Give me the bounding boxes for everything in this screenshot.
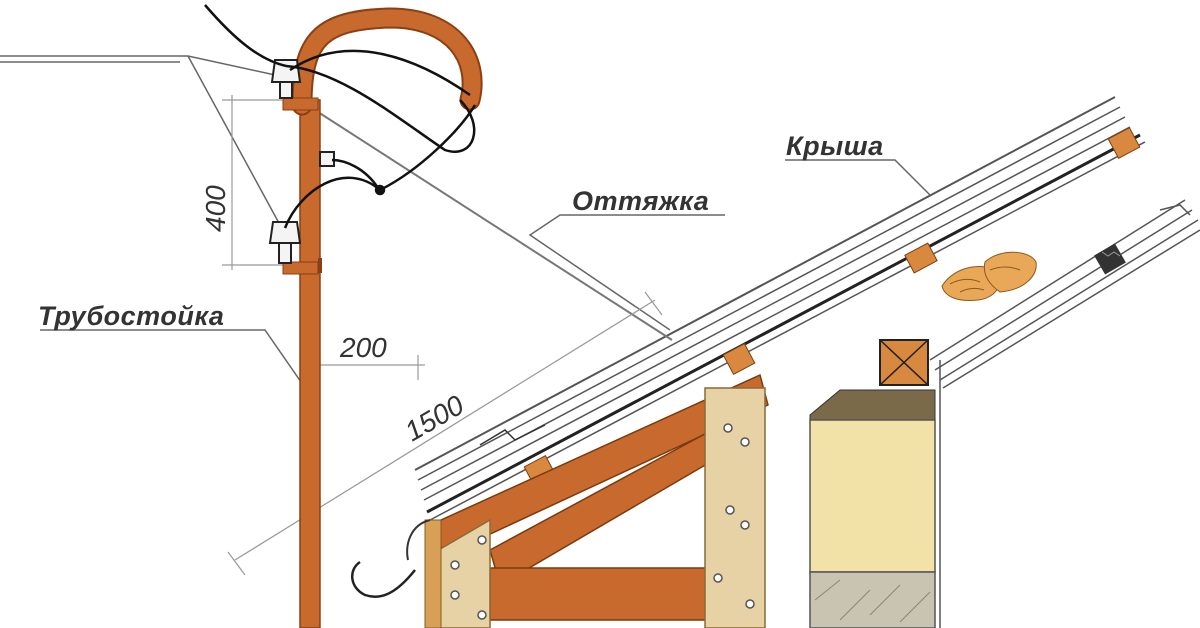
pipe-height-dimension: 1500: [400, 389, 470, 447]
roof-slope-right: [929, 199, 1200, 389]
roof-label: Крыша: [786, 131, 884, 161]
ridge-filler: [1094, 243, 1126, 275]
pipe-post-label: Трубостойка: [38, 301, 224, 331]
insulator-spacing-dimension: 400: [200, 185, 231, 232]
pipe-post: [282, 7, 483, 628]
rafter-structure: [351, 373, 769, 628]
insulation: [941, 251, 1037, 301]
guy-wire: [317, 111, 673, 341]
roof-slope: [414, 96, 1146, 521]
leader-lines: [0, 55, 931, 396]
pipe-offset-dimension: 200: [339, 332, 387, 363]
wall-section: [809, 339, 941, 628]
service-wires: [204, 4, 477, 229]
guy-wire-label: Оттяжка: [572, 186, 709, 216]
